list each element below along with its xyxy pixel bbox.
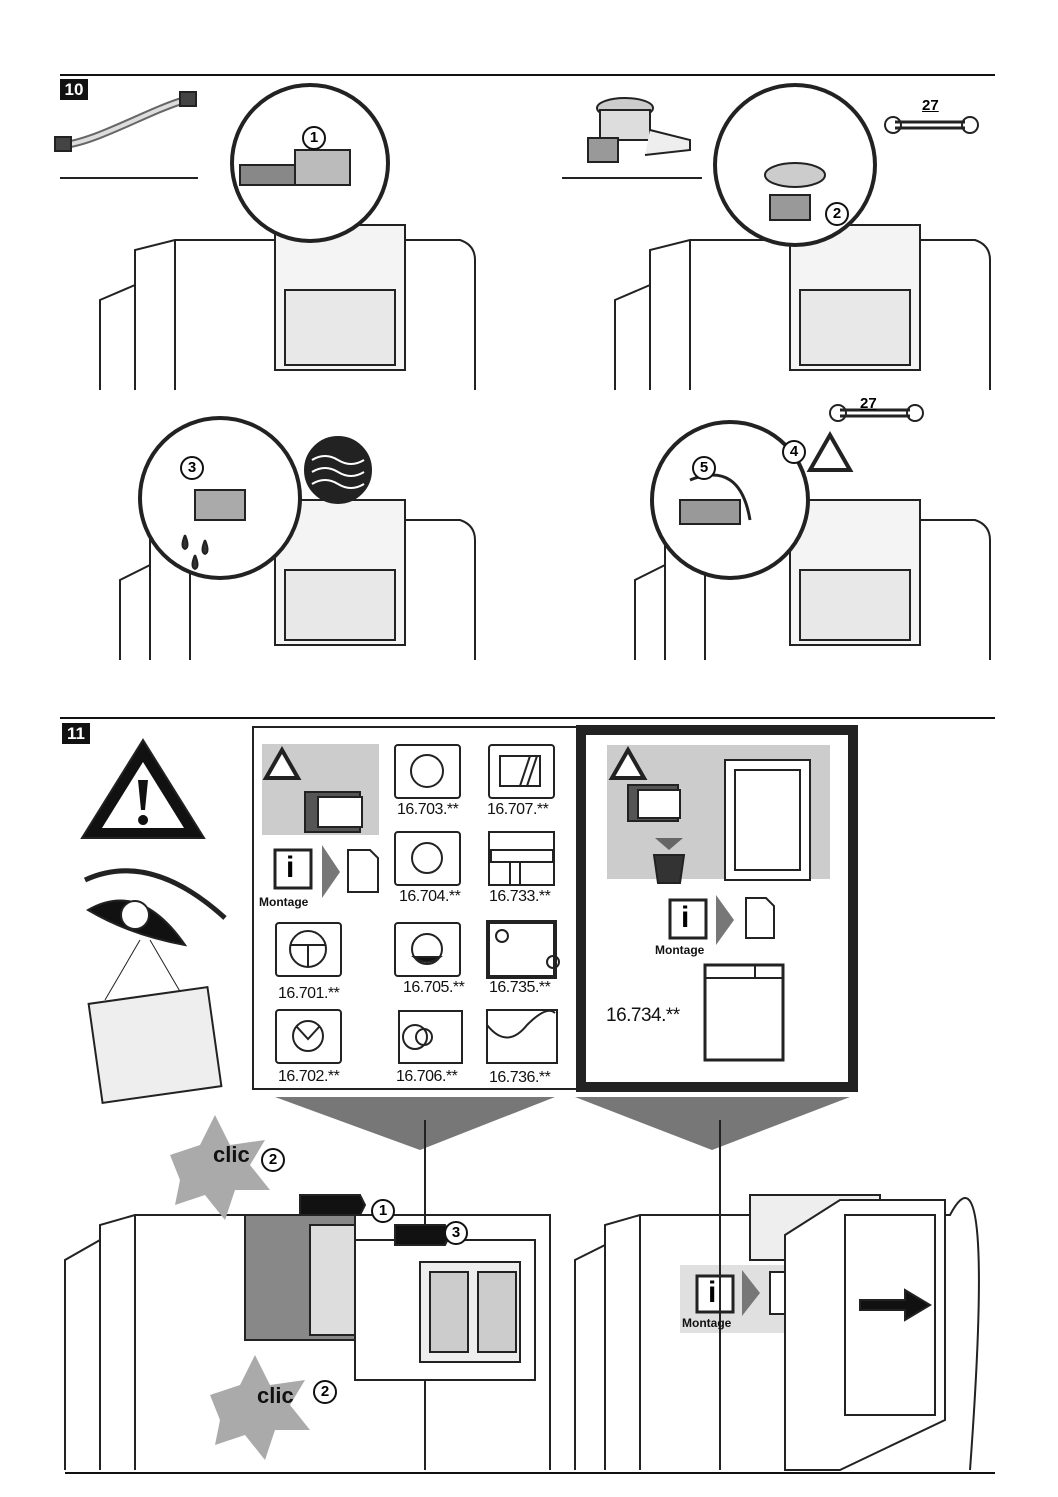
info-icon: i [708,1276,717,1309]
wrench-icons [829,116,979,422]
funnel-left [275,1097,555,1150]
elbow-fitting-illustration [587,97,691,163]
plate-code: 16.704.** [399,888,461,905]
callout-2: 2 [313,1380,337,1404]
callout-3: 3 [180,456,204,480]
callout-1: 1 [302,126,326,150]
montage-label: Montage [259,895,309,909]
montage-label: Montage [655,943,705,957]
clic-label: clic [213,1142,250,1167]
callout-3: 3 [444,1221,468,1245]
plate-code: 16.703.** [397,801,459,818]
eye-illustration [83,868,227,1104]
wrench-size-label: 27 [860,395,877,412]
step-number-11: 11 [62,723,90,744]
callout-5: 5 [692,456,716,480]
small-warning-and-boxes [262,745,681,833]
callout-4: 4 [782,440,806,464]
bottom-installations [64,1115,980,1471]
cistern-frames [99,224,991,660]
plate-icons [275,744,811,1064]
info-icon: i [681,901,690,934]
callout-2: 2 [825,202,849,226]
plate-code: 16.736.** [489,1069,551,1086]
plate-code: 16.706.** [396,1068,458,1085]
plate-code: 16.707.** [487,801,549,818]
step-number-10: 10 [60,79,88,100]
warning-triangle-large [80,738,206,839]
funnel-right [575,1097,850,1150]
clic-label: clic [257,1383,294,1408]
plate-code: 16.735.** [489,979,551,996]
plate-code: 16.705.** [403,979,465,996]
info-icon: i [286,851,295,884]
plate-code: 16.701.** [278,985,340,1002]
hose-illustration [54,91,197,152]
plate-code: 16.733.** [489,888,551,905]
section-divider-10 [60,74,995,76]
callout-2: 2 [261,1148,285,1172]
plate-code-special: 16.734.** [606,1005,680,1026]
page-bottom-rule [65,1472,995,1474]
section-divider-11 [60,717,995,719]
detail-magnifiers [138,83,877,580]
callout-1: 1 [371,1199,395,1223]
montage-label: Montage [682,1316,732,1330]
wrench-size-label: 27 [922,97,939,114]
plate-code: 16.702.** [278,1068,340,1085]
